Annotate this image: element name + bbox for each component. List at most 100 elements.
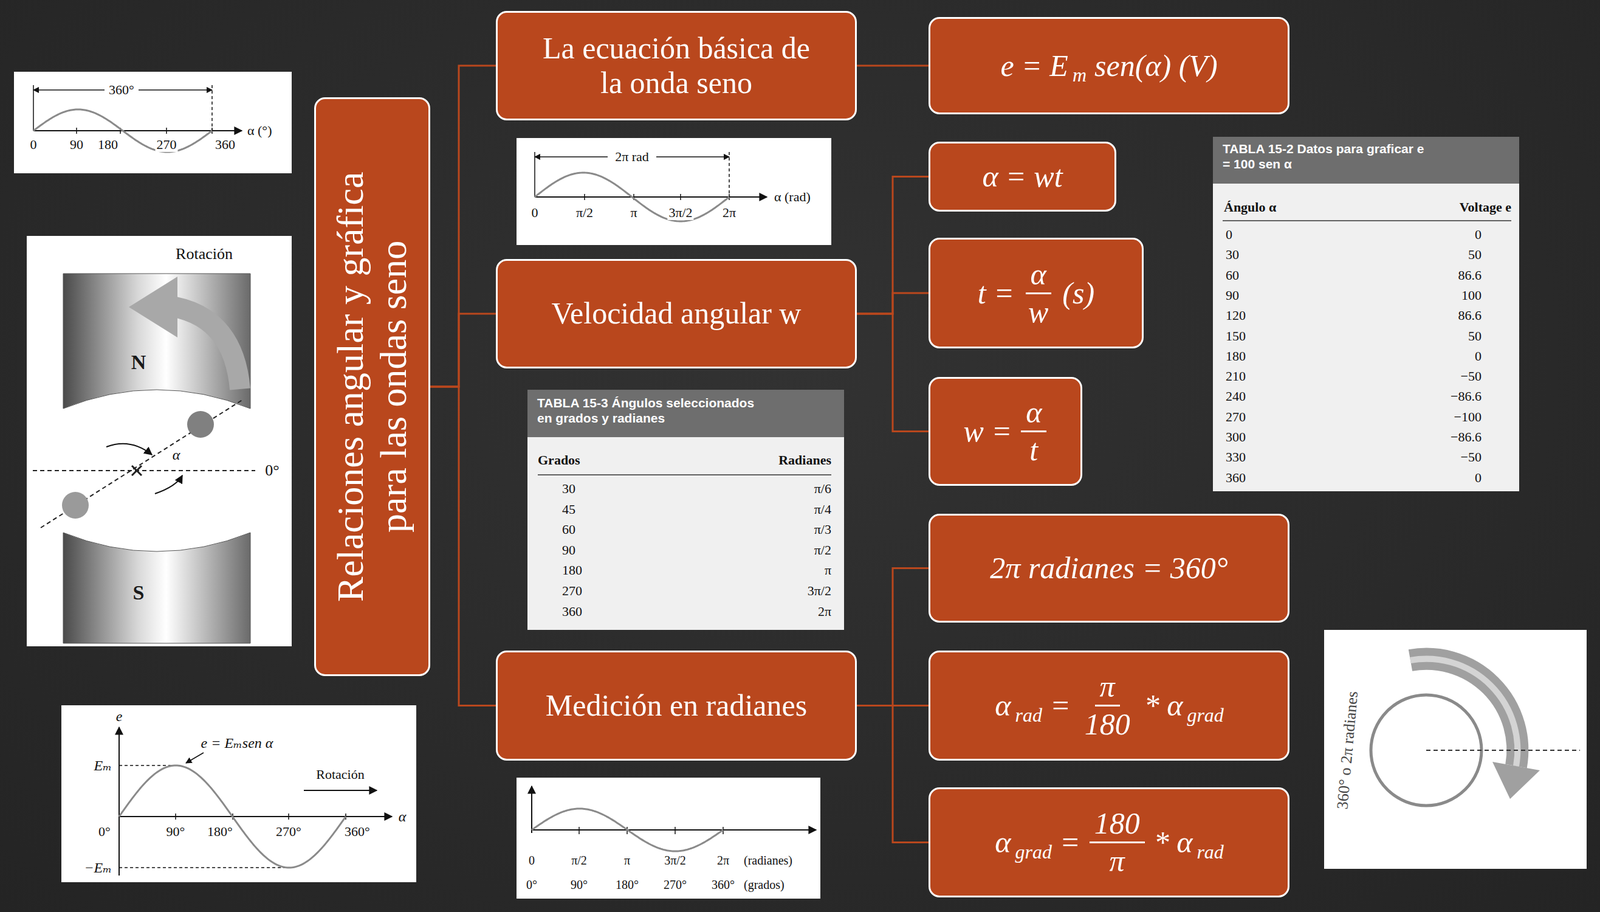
node-text: 180	[1079, 706, 1136, 741]
node-text: rad	[1014, 704, 1042, 726]
axis-label: 0°	[97, 824, 112, 839]
table-cell: 0	[1225, 227, 1233, 242]
axis-label: 2π	[715, 853, 731, 867]
math-label: e = Eₘsen α	[199, 734, 275, 751]
axis-label: 2π rad	[613, 149, 651, 165]
fraction: αt	[1020, 395, 1047, 467]
table-cell: π/3	[814, 521, 832, 537]
formula-box: e = Emsen(α) (V)	[928, 17, 1290, 115]
concept-box: Medición en radianes	[495, 650, 857, 761]
figure-part	[40, 399, 244, 528]
connector-line	[856, 313, 929, 432]
connector-line	[430, 65, 496, 387]
formula-box: w =αt	[928, 376, 1083, 486]
dual-scale-sine-figure	[516, 777, 821, 899]
table-cell: −100	[1454, 409, 1482, 425]
connector-line	[856, 65, 929, 67]
table-cell: −86.6	[1450, 388, 1482, 404]
table-cell: 30	[562, 481, 576, 496]
node-text: grad	[1186, 704, 1224, 726]
node-content: α = wt	[977, 159, 1067, 194]
figure-part	[175, 306, 241, 389]
table-cell: 45	[562, 501, 576, 517]
figure-part	[527, 389, 845, 630]
axis-label: 90°	[165, 824, 187, 839]
math-label: Eₘ	[92, 757, 114, 773]
axis-label: π/2	[569, 853, 589, 867]
figure-part	[154, 475, 183, 494]
axis-label: π/2	[574, 205, 595, 220]
figure-part	[128, 276, 178, 338]
table-cell: 0	[1474, 348, 1482, 364]
node-text: π	[1095, 669, 1120, 707]
generator-figure	[26, 235, 292, 646]
figure-part	[579, 826, 724, 834]
sine-curve	[119, 765, 346, 868]
node-content: Relaciones angular y gráfica para las on…	[328, 155, 416, 618]
formula-box: αrad=π180* αgrad	[928, 650, 1290, 761]
table-cell: 180	[562, 562, 583, 578]
table-cell: 90	[562, 542, 576, 558]
circle-label: 360° o 2π radianes	[1333, 690, 1362, 810]
figure-part	[61, 704, 417, 882]
table-cell: −50	[1460, 368, 1482, 384]
node-content: w =αt	[959, 395, 1052, 467]
table-cell: 100	[1461, 288, 1482, 303]
axis-label: 180°	[206, 824, 234, 839]
node-text: w	[1023, 294, 1054, 329]
table-cell: −50	[1460, 449, 1482, 465]
table-cell: 360	[562, 604, 583, 619]
node-text: Medición en radianes	[532, 687, 821, 724]
figure-part	[534, 156, 608, 158]
sine-curve	[33, 109, 213, 152]
figure-part	[516, 777, 821, 899]
figure-part	[33, 89, 105, 91]
figure-part	[119, 764, 176, 766]
axis-label: 2π	[721, 205, 738, 220]
table-title: TABLA 15-3 Ángulos seleccionados en grad…	[537, 394, 764, 426]
figure-part	[656, 156, 730, 158]
pole-label: N	[131, 350, 147, 374]
figure-part	[138, 89, 213, 91]
node-text: Velocidad angular w	[532, 295, 821, 332]
axis-label: 180	[96, 137, 120, 152]
table-cell: 270	[1225, 409, 1246, 425]
table-cell: 60	[1225, 267, 1240, 283]
node-text: 2π radianes = 360°	[989, 551, 1228, 585]
figure-part	[531, 785, 533, 833]
figure-part	[430, 65, 929, 843]
node-text: * α	[1153, 825, 1193, 859]
node-text: grad	[1014, 841, 1052, 863]
node-content: t =αw(s)	[973, 257, 1099, 329]
figure-part	[61, 491, 89, 519]
math-label: −Eₘ	[82, 859, 114, 876]
node-text: w =	[963, 414, 1013, 448]
fraction: 180π	[1089, 806, 1145, 878]
node-text: α	[1020, 395, 1047, 433]
table-cell: π/6	[814, 481, 832, 496]
sine-curve	[531, 808, 724, 851]
column-header: Grados	[537, 452, 581, 468]
axis-label: (grados)	[742, 877, 786, 891]
axis-label: π	[628, 205, 639, 220]
figure-part	[26, 235, 292, 646]
connector-line	[856, 705, 929, 843]
axis-label: π	[622, 853, 632, 867]
figure-part	[13, 71, 292, 174]
connector-line	[856, 176, 929, 315]
figure-part	[175, 813, 346, 820]
figure-part	[76, 127, 213, 134]
axis-label: 270	[155, 137, 179, 152]
table-cell: 270	[562, 583, 583, 598]
degree-sine-figure	[13, 71, 292, 174]
math-label: e	[114, 707, 124, 724]
figure-part	[537, 473, 832, 476]
connector-line	[430, 386, 496, 706]
node-text: m	[1072, 64, 1087, 86]
concept-box: La ecuación básica de la onda seno	[495, 10, 857, 121]
axis-label: 3π/2	[667, 205, 694, 220]
axis-label: 360	[213, 137, 237, 152]
axis-label: 0	[29, 137, 39, 152]
table-cell: −86.6	[1450, 429, 1482, 445]
